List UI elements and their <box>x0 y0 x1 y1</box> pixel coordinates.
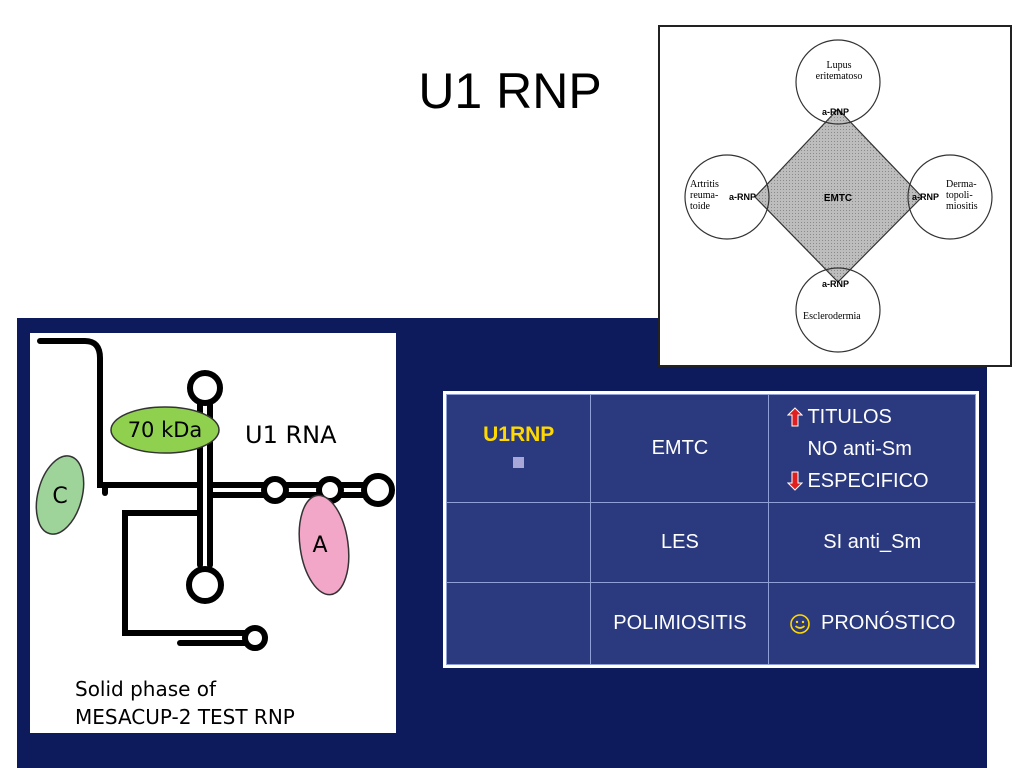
smiley-icon <box>790 613 810 634</box>
notes-cell: TITULOS NO anti-Sm ESPECIFICO <box>768 394 976 503</box>
protein-a <box>298 494 350 596</box>
u1rnp-label: U1RNP <box>483 423 555 446</box>
rna-structure-drawing: 70 kDa U1 RNA C A <box>35 338 395 651</box>
center-label: EMTC <box>824 193 852 204</box>
note-line: ESPECIFICO <box>769 465 975 497</box>
empty-cell <box>445 582 592 665</box>
label-c: C <box>52 484 67 509</box>
notes-cell: SI anti_Sm <box>768 502 976 583</box>
bullet-square-icon <box>513 457 525 468</box>
label-u1-rna: U1 RNA <box>245 421 337 449</box>
rna-caption: Solid phase of MESACUP-2 TEST RNP <box>75 675 395 731</box>
slide-title: U1 RNP <box>418 63 602 119</box>
rnp-tag-left: a-RNP <box>729 192 757 202</box>
disease-cell: POLIMIOSITIS <box>590 582 770 665</box>
empty-cell <box>445 502 592 583</box>
table-row: POLIMIOSITIS PRONÓSTICO <box>445 582 976 665</box>
table-row: LES SI anti_Sm <box>445 502 976 583</box>
protein-c <box>35 455 85 535</box>
protein-70kda <box>110 406 220 454</box>
notes-cell: PRONÓSTICO <box>768 582 976 665</box>
caption-line-2: MESACUP-2 TEST RNP <box>75 705 295 729</box>
red-down-arrow-icon <box>787 471 804 491</box>
disease-cell: LES <box>590 502 770 583</box>
top-circle-label: Lupus eritematoso <box>815 60 863 82</box>
prognosis-text: PRONÓSTICO <box>820 612 956 634</box>
table-row: U1RNP EMTC TITULOS NO anti-Sm ESPECIFICO <box>445 394 976 503</box>
overlap-diamond-diagram: EMTC Lupus eritematoso a-RNP Artritis re… <box>658 25 1012 367</box>
u1-rna-diagram: 70 kDa U1 RNA C A Solid phase of MESACUP… <box>30 333 396 733</box>
red-up-arrow-icon <box>787 407 804 427</box>
note-line: TITULOS <box>769 401 975 433</box>
bottom-circle-label: Esclerodermia <box>803 311 861 322</box>
disease-cell: EMTC <box>590 394 770 503</box>
info-table: U1RNP EMTC TITULOS NO anti-Sm ESPECIFICO… <box>445 394 976 665</box>
label-70kda: 70 kDa <box>128 418 203 442</box>
diamond-drawing: EMTC <box>684 39 993 353</box>
right-circle-label: Derma- topoli- miositis <box>946 179 978 212</box>
rnp-tag-top: a-RNP <box>822 107 850 117</box>
label-a: A <box>312 533 327 558</box>
rnp-tag-bottom: a-RNP <box>822 279 850 289</box>
note-line: NO anti-Sm <box>807 437 912 460</box>
caption-line-1: Solid phase of <box>75 677 217 701</box>
rnp-tag-right: a-RNP <box>912 192 940 202</box>
left-circle-label: Artritis reuma- toide <box>690 179 719 212</box>
u1rnp-cell: U1RNP <box>445 394 592 503</box>
